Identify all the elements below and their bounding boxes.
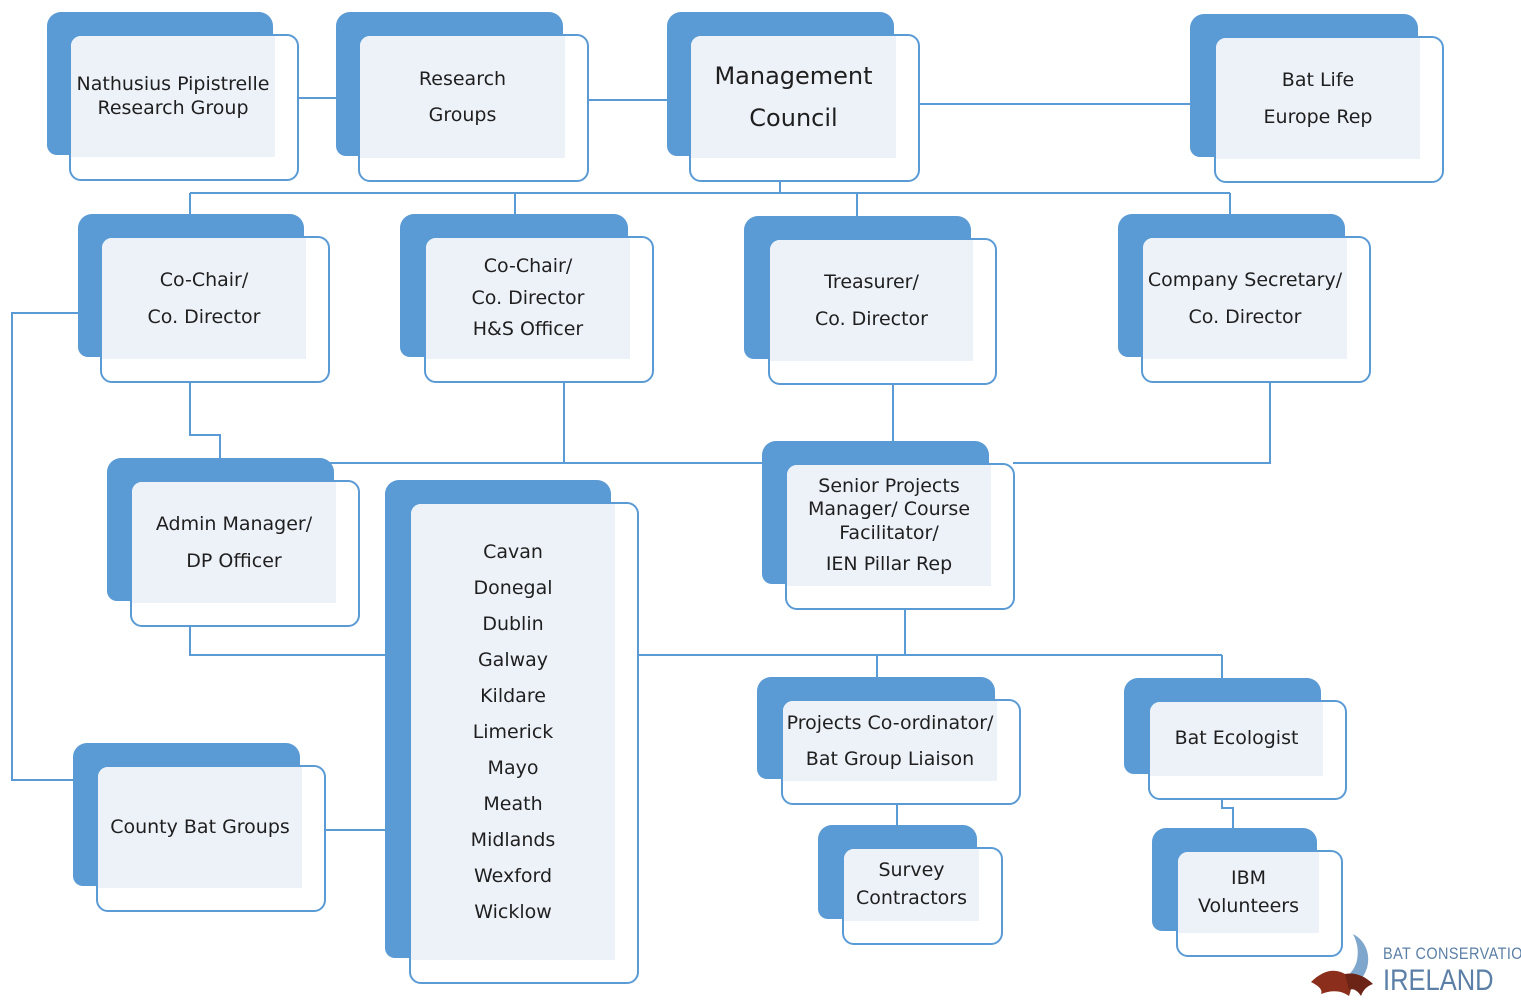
node-text: Co. Director bbox=[815, 307, 928, 330]
node-text: Projects Co-ordinator/ bbox=[786, 711, 994, 734]
node-text: IBM bbox=[1230, 866, 1267, 889]
node-county-bat-groups: County Bat Groups bbox=[73, 743, 326, 912]
node-card: Senior Projects Manager/ Course Facilita… bbox=[785, 463, 1015, 610]
county-item: Galway bbox=[477, 649, 549, 671]
node-label: Nathusius Pipistrelle Research Group bbox=[71, 36, 275, 157]
logo-text-line2: IRELAND bbox=[1383, 964, 1494, 997]
node-label: Co-Chair/ Co. Director H&S Officer bbox=[426, 238, 630, 359]
node-card: Nathusius Pipistrelle Research Group bbox=[69, 34, 299, 181]
node-treasurer: Treasurer/ Co. Director bbox=[744, 216, 997, 385]
node-card: Survey Contractors bbox=[842, 847, 1003, 945]
node-card: Company Secretary/ Co. Director bbox=[1141, 236, 1371, 383]
node-co-chair-1: Co-Chair/ Co. Director bbox=[78, 214, 330, 383]
node-text: Treasurer/ bbox=[824, 271, 919, 294]
node-text: Co. Director bbox=[1188, 305, 1302, 328]
county-item: Kildare bbox=[480, 685, 546, 707]
node-card: Co-Chair/ Co. Director H&S Officer bbox=[424, 236, 654, 383]
node-management-council: Management Council bbox=[667, 12, 920, 182]
node-text: DP Officer bbox=[186, 549, 282, 572]
node-label: Treasurer/ Co. Director bbox=[770, 240, 973, 361]
node-label: Projects Co-ordinator/ Bat Group Liaison bbox=[783, 701, 997, 781]
node-text: Volunteers bbox=[1197, 894, 1300, 917]
node-text: Survey bbox=[878, 859, 945, 882]
node-card: Treasurer/ Co. Director bbox=[768, 238, 997, 385]
node-admin-manager: Admin Manager/ DP Officer bbox=[107, 458, 360, 627]
node-card: Management Council bbox=[689, 34, 920, 182]
bat-icon bbox=[1311, 934, 1373, 996]
node-bat-ecologist: Bat Ecologist bbox=[1124, 678, 1347, 800]
county-item: Meath bbox=[483, 793, 543, 815]
node-text: Bat Ecologist bbox=[1174, 727, 1299, 750]
node-text: Nathusius Pipistrelle bbox=[76, 73, 270, 96]
node-text: Research Group bbox=[97, 96, 249, 119]
node-label: County Bat Groups bbox=[98, 767, 302, 888]
node-label: Survey Contractors bbox=[844, 849, 979, 921]
node-label: Admin Manager/ DP Officer bbox=[132, 482, 336, 603]
bat-conservation-ireland-logo: BAT CONSERVATION IRELAND bbox=[1305, 930, 1521, 1000]
county-item: Donegal bbox=[473, 577, 553, 599]
node-card: IBM Volunteers bbox=[1176, 850, 1343, 957]
node-card: County Bat Groups bbox=[96, 765, 326, 912]
node-text: Company Secretary/ bbox=[1147, 269, 1343, 292]
county-item: Limerick bbox=[472, 721, 554, 743]
county-item: Midlands bbox=[470, 829, 556, 851]
node-card: Cavan Donegal Dublin Galway Kildare Lime… bbox=[409, 502, 639, 984]
node-company-secretary: Company Secretary/ Co. Director bbox=[1118, 214, 1371, 383]
logo-text-line1: BAT CONSERVATION bbox=[1383, 944, 1521, 963]
node-text: Manager/ Course bbox=[807, 498, 971, 521]
county-item: Mayo bbox=[487, 757, 539, 779]
county-list: Cavan Donegal Dublin Galway Kildare Lime… bbox=[411, 504, 615, 960]
node-text: Management bbox=[714, 62, 873, 90]
node-label: Bat Ecologist bbox=[1150, 702, 1323, 776]
node-card: Admin Manager/ DP Officer bbox=[130, 480, 360, 627]
node-text: IEN Pillar Rep bbox=[825, 552, 953, 575]
node-text: Bat Life bbox=[1281, 69, 1355, 92]
county-item: Wexford bbox=[473, 865, 553, 887]
node-text: Senior Projects bbox=[818, 475, 960, 498]
node-label: Bat Life Europe Rep bbox=[1216, 38, 1420, 159]
county-item: Wicklow bbox=[474, 901, 552, 923]
node-text: Council bbox=[749, 104, 838, 132]
node-text: Co. Director bbox=[471, 286, 585, 309]
county-item: Dublin bbox=[482, 613, 544, 635]
node-text: Research bbox=[418, 67, 507, 90]
node-card: Research Groups bbox=[358, 34, 589, 182]
node-text: County Bat Groups bbox=[110, 815, 290, 838]
node-text: Groups bbox=[428, 104, 497, 126]
node-ibm-volunteers: IBM Volunteers bbox=[1152, 828, 1343, 957]
node-text: Admin Manager/ bbox=[155, 513, 313, 536]
node-projects-coordinator: Projects Co-ordinator/ Bat Group Liaison bbox=[757, 677, 1021, 805]
node-text: Co-Chair/ bbox=[483, 255, 573, 278]
node-card: Bat Ecologist bbox=[1148, 700, 1347, 800]
node-label: IBM Volunteers bbox=[1178, 852, 1319, 933]
node-text: Co. Director bbox=[147, 305, 261, 328]
node-research-groups: Research Groups bbox=[336, 12, 589, 182]
county-item: Cavan bbox=[483, 541, 543, 563]
node-card: Co-Chair/ Co. Director bbox=[100, 236, 330, 383]
node-text: H&S Officer bbox=[472, 318, 584, 341]
node-card: Bat Life Europe Rep bbox=[1214, 36, 1444, 183]
node-text: Europe Rep bbox=[1263, 105, 1373, 128]
node-label: Co-Chair/ Co. Director bbox=[102, 238, 306, 359]
node-text: Bat Group Liaison bbox=[805, 748, 975, 770]
node-card: Projects Co-ordinator/ Bat Group Liaison bbox=[781, 699, 1021, 805]
node-survey-contractors: Survey Contractors bbox=[818, 825, 1003, 945]
node-label: Senior Projects Manager/ Course Facilita… bbox=[787, 465, 991, 586]
node-senior-projects-manager: Senior Projects Manager/ Course Facilita… bbox=[762, 441, 1015, 610]
node-label: Company Secretary/ Co. Director bbox=[1143, 238, 1347, 359]
node-county-list: Cavan Donegal Dublin Galway Kildare Lime… bbox=[385, 480, 639, 984]
node-bat-life-europe-rep: Bat Life Europe Rep bbox=[1190, 14, 1444, 183]
node-text: Co-Chair/ bbox=[159, 269, 249, 292]
node-co-chair-2: Co-Chair/ Co. Director H&S Officer bbox=[400, 214, 654, 383]
node-text: Contractors bbox=[855, 887, 968, 909]
node-label: Management Council bbox=[691, 36, 896, 158]
node-nathusius-research-group: Nathusius Pipistrelle Research Group bbox=[47, 12, 299, 181]
node-text: Facilitator/ bbox=[839, 521, 939, 544]
node-label: Research Groups bbox=[360, 36, 565, 158]
